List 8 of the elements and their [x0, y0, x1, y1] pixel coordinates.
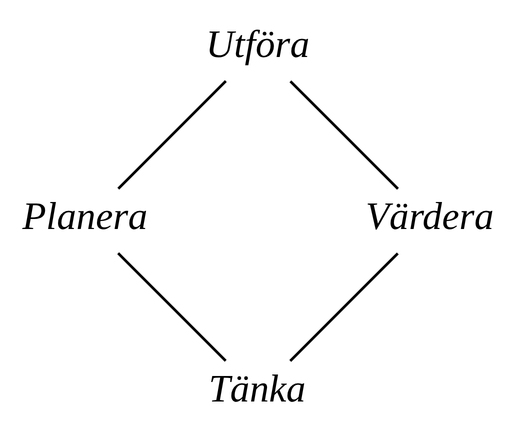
connector [117, 80, 227, 190]
node-text: Värdera [366, 194, 494, 238]
connector [289, 252, 399, 362]
connector [289, 80, 399, 190]
node-text: Utföra [206, 22, 310, 66]
connector [117, 252, 227, 362]
node-text: Planera [22, 194, 148, 238]
node-text: Tänka [208, 366, 306, 410]
